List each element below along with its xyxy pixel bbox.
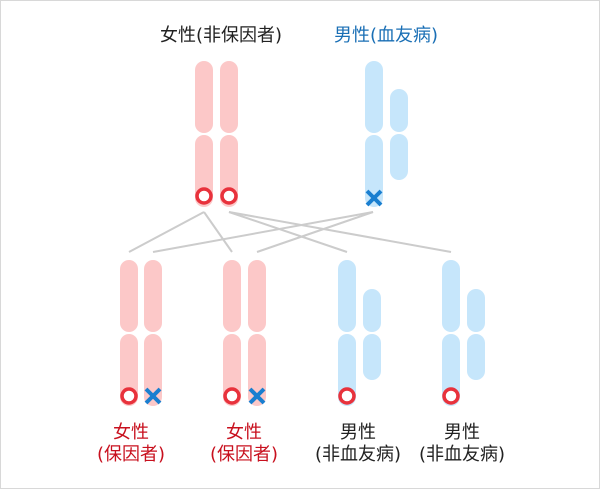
child-label: 男性 (非血友病) — [303, 422, 413, 466]
child-label: 男性 (非血友病) — [407, 422, 517, 466]
x-chromosome — [223, 260, 241, 332]
child-label-sex: 女性 — [226, 422, 262, 443]
y-chromosome — [467, 289, 485, 332]
x-chromosome — [442, 260, 460, 332]
x-chromosome — [338, 260, 356, 332]
normal-gene-marker — [220, 187, 238, 205]
connector-line — [128, 211, 205, 253]
mother-label: 女性(非保因者) — [159, 25, 283, 46]
child-2-chromosomes — [223, 260, 266, 406]
y-chromosome — [363, 334, 381, 380]
connector-line — [228, 211, 348, 253]
child-label-status: (保因者) — [96, 444, 166, 465]
child-label-sex: 男性 — [444, 422, 480, 443]
connector-line — [228, 211, 452, 253]
normal-gene-marker — [195, 187, 213, 205]
child-label-sex: 女性 — [113, 422, 149, 443]
father-chromosomes — [365, 61, 408, 207]
child-3-chromosomes — [338, 260, 381, 406]
child-1-chromosomes — [120, 260, 162, 406]
x-chromosome — [248, 260, 266, 332]
affected-gene-marker — [144, 387, 162, 405]
y-chromosome — [363, 289, 381, 332]
normal-gene-marker — [442, 387, 460, 405]
connector-line — [152, 211, 374, 253]
x-chromosome — [144, 334, 162, 406]
child-label-status: (非血友病) — [418, 444, 506, 465]
normal-gene-marker — [223, 387, 241, 405]
connector-line — [256, 211, 374, 253]
normal-gene-marker — [120, 387, 138, 405]
x-chromosome — [223, 334, 241, 406]
affected-gene-marker — [248, 387, 266, 405]
x-chromosome — [365, 61, 383, 133]
y-chromosome — [390, 134, 408, 180]
child-label: 女性 (保因者) — [199, 422, 289, 466]
child-label-sex: 男性 — [340, 422, 376, 443]
x-chromosome — [144, 260, 162, 332]
x-chromosome — [220, 61, 238, 133]
x-chromosome — [120, 334, 138, 406]
mother-chromosomes — [195, 61, 238, 207]
x-chromosome — [195, 61, 213, 133]
connector-line — [203, 211, 233, 253]
connector-lines — [128, 211, 452, 253]
y-chromosome — [467, 334, 485, 380]
child-4-chromosomes — [442, 260, 485, 406]
x-chromosome — [338, 334, 356, 406]
child-label-status: (非血友病) — [314, 444, 402, 465]
child-label: 女性 (保因者) — [86, 422, 176, 466]
x-chromosome — [442, 334, 460, 406]
father-label: 男性(血友病) — [333, 25, 439, 46]
y-chromosome — [390, 89, 408, 132]
x-chromosome — [248, 334, 266, 406]
normal-gene-marker — [338, 387, 356, 405]
child-label-status: (保因者) — [209, 444, 279, 465]
x-chromosome — [120, 260, 138, 332]
x-chromosome — [365, 135, 383, 207]
affected-gene-marker — [365, 189, 383, 207]
